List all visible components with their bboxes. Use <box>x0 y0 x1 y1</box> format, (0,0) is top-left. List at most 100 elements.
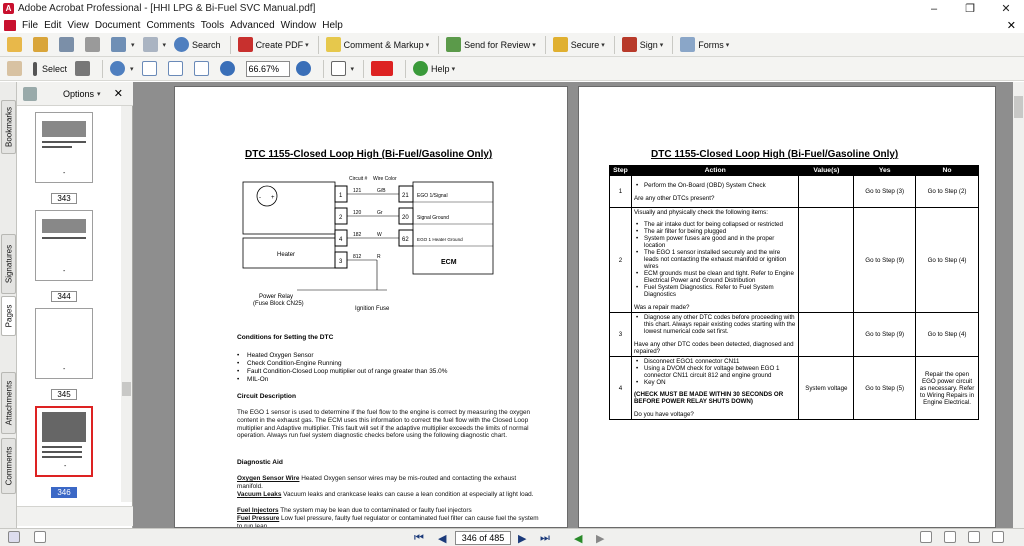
page-title: DTC 1155-Closed Loop High (Bi-Fuel/Gasol… <box>245 149 493 160</box>
page-thumbnail[interactable]: - <box>35 210 93 281</box>
fit-width-button[interactable] <box>191 59 215 79</box>
open-button[interactable] <box>4 35 28 55</box>
svg-text:ECM: ECM <box>441 259 457 266</box>
document-scrollbar[interactable] <box>1013 82 1024 528</box>
zoom-tool-button[interactable]: ▾ <box>107 59 137 79</box>
svg-text:(Fuse Block CN25): (Fuse Block CN25) <box>253 301 304 307</box>
page-thumbnail[interactable]: - <box>35 308 93 379</box>
previous-page-button[interactable]: ◀ <box>438 533 447 545</box>
hand-tool-button[interactable] <box>4 59 28 79</box>
document-scroll-thumb[interactable] <box>1014 96 1023 118</box>
rotate-button[interactable]: ▾ <box>328 59 358 79</box>
panel-footer <box>17 506 133 526</box>
trash-icon[interactable] <box>23 87 37 101</box>
step-cell: 2 <box>609 207 632 313</box>
zoom-in-button[interactable] <box>293 59 317 79</box>
save-icon <box>59 37 74 52</box>
tab-attachments[interactable]: Attachments <box>1 372 16 434</box>
select-label: Select <box>42 63 68 74</box>
create-pdf-button[interactable]: Create PDF▾ <box>235 35 312 55</box>
svg-text:4: 4 <box>339 237 343 243</box>
svg-text:W: W <box>377 232 382 238</box>
send-review-button[interactable]: Send for Review▾ <box>443 35 539 55</box>
select-tool-button[interactable]: Select <box>30 59 70 79</box>
menu-tools[interactable]: Tools <box>200 19 225 31</box>
open-folder-icon <box>7 37 22 52</box>
page-icon <box>141 61 157 76</box>
view-mode-icon[interactable] <box>34 531 46 543</box>
last-page-button[interactable]: ⏭ <box>540 532 550 544</box>
svg-text:2: 2 <box>339 215 343 221</box>
organizer-icon <box>33 37 48 52</box>
menu-view[interactable]: View <box>67 19 89 31</box>
print-button[interactable] <box>82 35 106 55</box>
organizer-button[interactable] <box>30 35 54 55</box>
search-button[interactable]: Search <box>171 35 224 55</box>
svg-text:121: 121 <box>353 188 362 194</box>
fit-page-button[interactable] <box>165 59 189 79</box>
pages-panel-header: Options ▾ ✕ <box>17 82 133 106</box>
create-pdf-icon <box>237 37 253 52</box>
pdf-page-left: DTC 1155-Closed Loop High (Bi-Fuel/Gasol… <box>174 86 568 528</box>
menu-window[interactable]: Window <box>280 19 317 31</box>
restore-button[interactable]: ❐ <box>965 3 975 15</box>
svg-text:120: 120 <box>353 210 362 216</box>
minimize-button[interactable]: – <box>930 2 938 15</box>
tab-signatures[interactable]: Signatures <box>1 234 16 294</box>
facing-icon[interactable] <box>968 531 980 543</box>
forms-label: Forms <box>698 39 724 50</box>
page-thumbnail-selected[interactable]: - <box>35 406 93 477</box>
zoom-out-button[interactable] <box>217 59 241 79</box>
menu-help[interactable]: Help <box>322 19 343 31</box>
document-icon[interactable] <box>4 19 16 31</box>
main-toolbar: ▾ ▾ Search Create PDF▾ Comment & Markup▾… <box>0 33 1024 57</box>
actual-size-button[interactable] <box>139 59 163 79</box>
close-button[interactable]: ✕ <box>1001 3 1011 15</box>
next-view-button[interactable]: ▶ <box>596 533 605 545</box>
menu-edit[interactable]: Edit <box>44 19 62 31</box>
next-page-button[interactable]: ▶ <box>518 533 527 545</box>
page-number-input[interactable]: 346 of 485 <box>455 531 511 545</box>
help-button[interactable]: Help▾ <box>410 59 458 79</box>
options-dropdown-icon: ▾ <box>97 90 101 98</box>
column-header: Value(s) <box>798 165 855 176</box>
first-page-button[interactable]: ⏮ <box>414 532 424 544</box>
action-cell: Diagnose any other DTC codes before proc… <box>630 312 800 357</box>
menu-comments[interactable]: Comments <box>146 19 195 31</box>
tab-attachments-label: Attachments <box>4 380 13 426</box>
menu-advanced[interactable]: Advanced <box>230 19 275 31</box>
continuous-icon[interactable] <box>944 531 956 543</box>
menu-document[interactable]: Document <box>94 19 141 31</box>
toolbar-separator <box>317 35 319 54</box>
no-cell: Go to Step (4) <box>915 312 979 357</box>
options-menu[interactable]: Options <box>63 88 95 99</box>
zoom-input[interactable]: 66.67% <box>245 60 290 77</box>
page-thumbnail[interactable]: - <box>35 112 93 183</box>
thumbnail-scroll-thumb[interactable] <box>122 382 131 396</box>
continuous-facing-icon[interactable] <box>992 531 1004 543</box>
thumbnail-scrollbar[interactable] <box>121 106 132 502</box>
save-button[interactable] <box>56 35 80 55</box>
tab-bookmarks[interactable]: Bookmarks <box>1 100 16 154</box>
send-review-label: Send for Review <box>464 39 531 50</box>
comment-markup-button[interactable]: Comment & Markup▾ <box>323 35 433 55</box>
ymh-button[interactable] <box>368 59 399 79</box>
panel-close-icon[interactable]: ✕ <box>113 88 123 100</box>
svg-text:G/B: G/B <box>377 188 386 194</box>
comment-icon <box>325 37 341 52</box>
tab-pages[interactable]: Pages <box>1 296 16 336</box>
menu-file[interactable]: File <box>22 19 39 31</box>
snapshot-button[interactable] <box>72 59 96 79</box>
forms-button[interactable]: Forms▾ <box>677 35 732 55</box>
zoom-icon <box>110 61 126 76</box>
single-page-icon[interactable] <box>920 531 932 543</box>
email-button[interactable]: ▾ <box>108 35 138 55</box>
sign-button[interactable]: Sign▾ <box>619 35 667 55</box>
document-close-icon[interactable]: ✕ <box>1006 20 1016 32</box>
attach-button[interactable]: ▾ <box>140 35 170 55</box>
tab-comments[interactable]: Comments <box>1 438 16 494</box>
search-icon <box>174 37 190 52</box>
secure-button[interactable]: Secure▾ <box>550 35 608 55</box>
previous-view-button[interactable]: ◀ <box>574 533 583 545</box>
paperclip-icon <box>142 37 158 52</box>
